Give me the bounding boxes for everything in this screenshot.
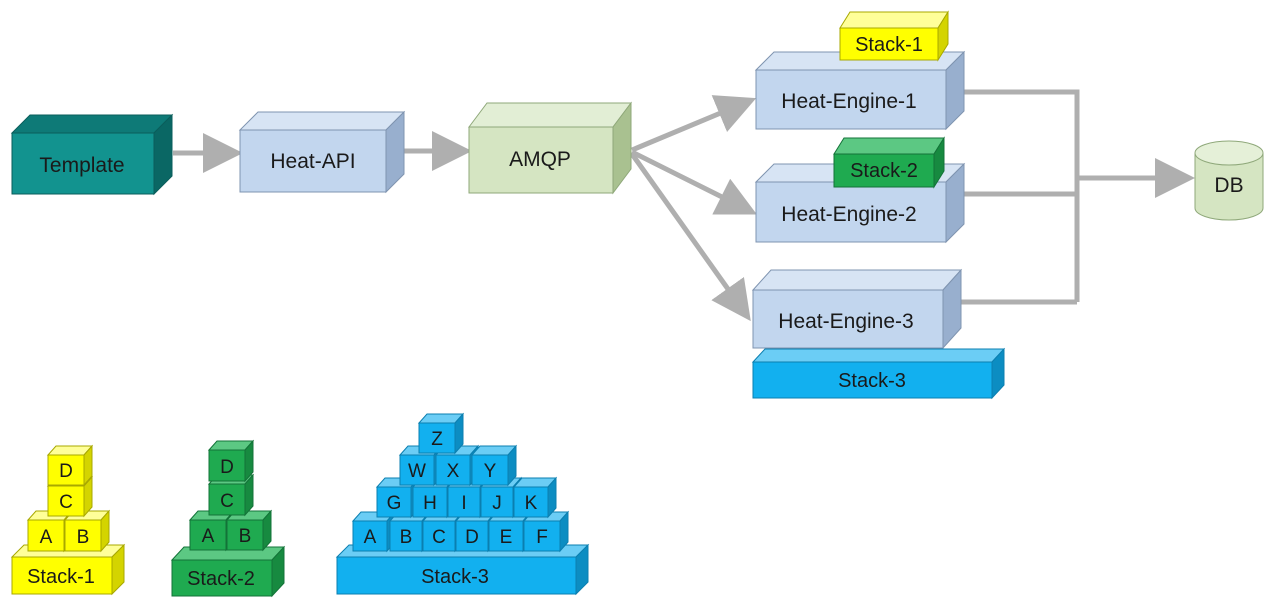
heat-api-box: Heat-API — [238, 110, 406, 194]
heat-engine-3-label: Heat-Engine-3 — [778, 310, 913, 333]
block-label: D — [220, 457, 234, 478]
stack-1-badge-label: Stack-1 — [855, 34, 923, 56]
block-label: F — [536, 527, 548, 548]
template-label: Template — [39, 154, 124, 177]
line-engine1-to-bus — [964, 89, 1080, 302]
block-label: E — [500, 527, 513, 548]
stack-2-badge: Stack-2 — [833, 136, 945, 189]
block-label: Z — [431, 429, 443, 450]
block-label: J — [492, 493, 502, 514]
arrow-amqp-to-engine2 — [630, 149, 757, 215]
block-label: H — [423, 493, 437, 514]
block-label: B — [239, 526, 252, 547]
stack-2-base: Stack-2 — [170, 545, 286, 598]
block-stack2-B: B — [225, 509, 273, 552]
block-stack2-D: D — [207, 439, 255, 483]
block-label: G — [387, 493, 402, 514]
stack-2-pyramid: Stack-2 A B C D — [170, 439, 286, 598]
amqp-label: AMQP — [509, 148, 571, 171]
block-stack3-Z: Z — [417, 412, 465, 455]
block-stack3-Y: Y — [470, 444, 518, 487]
block-label: C — [59, 492, 73, 513]
template-box: Template — [10, 113, 174, 196]
block-label: B — [400, 527, 413, 548]
block-label: C — [432, 527, 446, 548]
db-cylinder: DB — [1194, 140, 1264, 221]
block-label: W — [408, 461, 426, 482]
stack-3-badge: Stack-3 — [751, 347, 1006, 400]
heat-engine-1-box: Heat-Engine-1 — [754, 50, 966, 131]
stack-2-badge-label: Stack-2 — [850, 160, 918, 182]
block-label: D — [465, 527, 479, 548]
stack-3-base: Stack-3 — [335, 543, 590, 596]
stack-1-base: Stack-1 — [10, 543, 126, 596]
block-stack1-B: B — [63, 509, 111, 553]
arrow-amqp-to-engine3 — [629, 152, 751, 322]
block-label: B — [77, 527, 90, 548]
block-label: D — [59, 461, 73, 482]
stack-3-badge-label: Stack-3 — [838, 370, 906, 392]
arrow-amqp-to-engine1 — [631, 95, 757, 153]
amqp-box: AMQP — [468, 101, 632, 195]
heat-engine-3-box: Heat-Engine-3 — [751, 268, 963, 350]
block-stack3-F: F — [522, 510, 570, 553]
stack-2-base-label: Stack-2 — [187, 568, 255, 590]
block-label: A — [40, 527, 53, 548]
block-stack3-A: A — [351, 510, 397, 553]
block-stack3-K: K — [512, 476, 558, 519]
stack-3-pyramid: Stack-3 A B C D — [335, 412, 590, 596]
heat-engine-1-label: Heat-Engine-1 — [781, 90, 916, 113]
block-label: A — [364, 527, 377, 548]
block-label: K — [525, 493, 538, 514]
block-label: X — [447, 461, 460, 482]
stack-1-badge: Stack-1 — [839, 10, 949, 62]
block-label: I — [461, 493, 466, 514]
block-stack1-D: D — [46, 444, 94, 487]
heat-engine-2-label: Heat-Engine-2 — [781, 203, 916, 226]
db-label: DB — [1214, 174, 1243, 197]
stack-1-pyramid: Stack-1 A B C D — [10, 444, 126, 596]
stack-3-base-label: Stack-3 — [421, 566, 489, 588]
block-label: A — [202, 526, 215, 547]
block-label: Y — [484, 461, 497, 482]
heat-api-label: Heat-API — [270, 150, 355, 173]
stack-1-base-label: Stack-1 — [27, 566, 95, 588]
connectors — [173, 89, 1195, 322]
block-label: C — [220, 491, 234, 512]
